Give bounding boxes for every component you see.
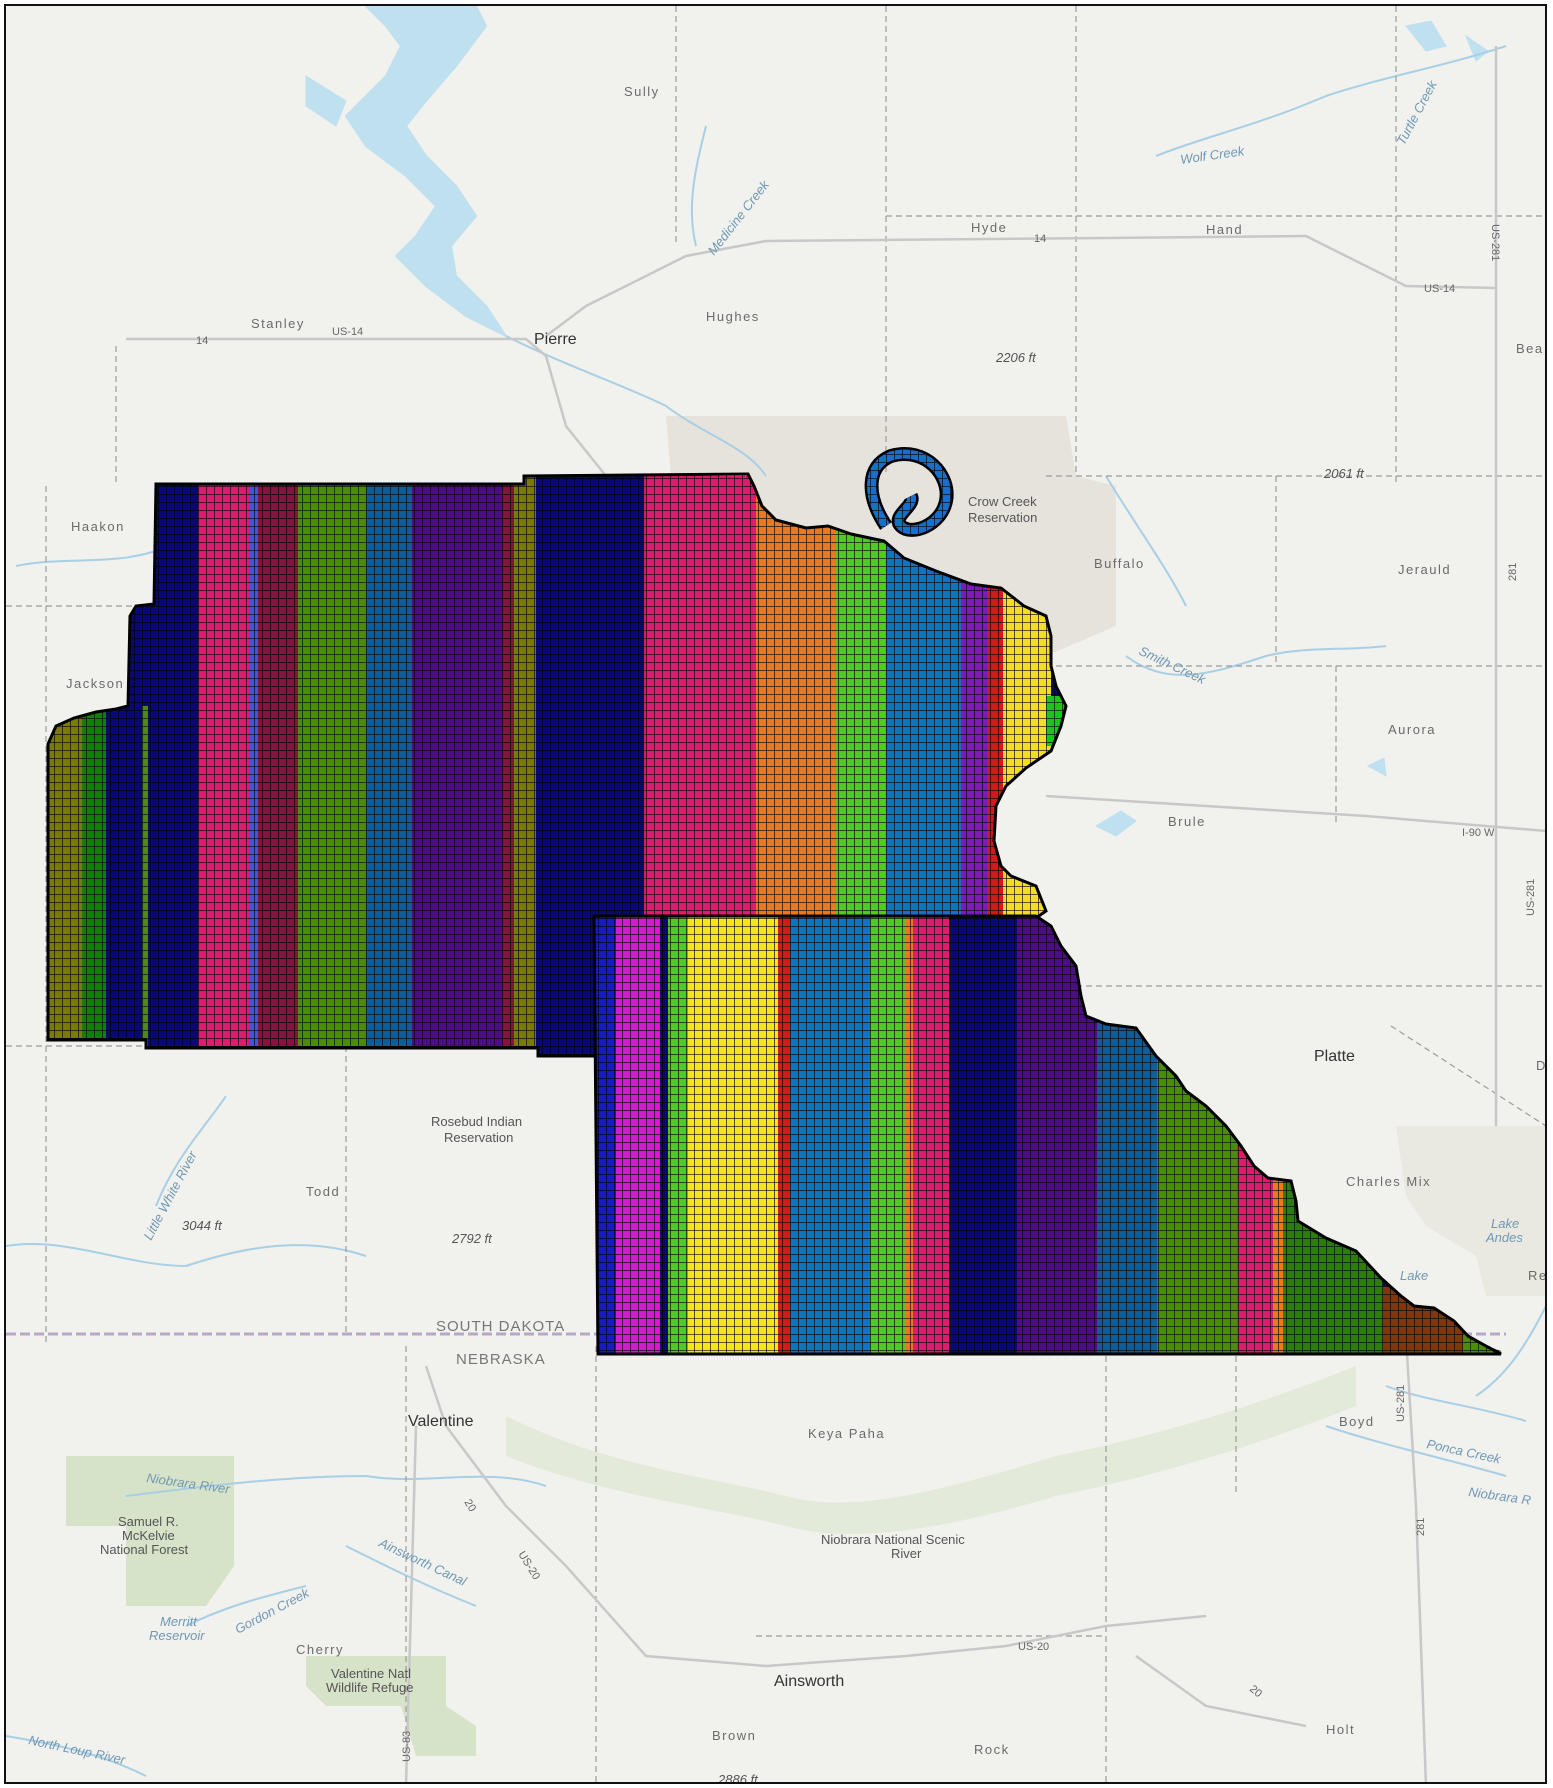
label-partial-re: Re (1528, 1268, 1547, 1283)
label-buffalo: Buffalo (1094, 556, 1145, 571)
label-hyde: Hyde (971, 220, 1007, 235)
label-partial-bea: Bea (1516, 341, 1544, 356)
label-niobrara-scenic-1: Niobrara National Scenic (821, 1532, 965, 1547)
label-valentine: Valentine (408, 1413, 474, 1430)
map-frame[interactable]: Sully Hyde Hand Hughes Stanley Haakon Ja… (4, 4, 1547, 1784)
label-brown: Brown (712, 1728, 756, 1743)
label-elev-2206: 2206 ft (995, 350, 1037, 365)
label-holt: Holt (1326, 1722, 1355, 1737)
label-lake: Lake (1400, 1268, 1428, 1283)
rivers (6, 45, 1545, 1777)
label-elev-2792: 2792 ft (451, 1231, 493, 1246)
label-us281-b: US-281 (1525, 879, 1537, 916)
label-sully: Sully (624, 84, 660, 99)
label-crow-creek-2: Reservation (968, 510, 1037, 525)
county-lines (6, 6, 1545, 1782)
label-hand: Hand (1206, 222, 1243, 237)
water-bodies (305, 6, 1489, 1257)
label-nebraska: NEBRASKA (456, 1351, 546, 1368)
map-canvas[interactable]: Sully Hyde Hand Hughes Stanley Haakon Ja… (6, 6, 1547, 1784)
label-platte: Platte (1314, 1048, 1355, 1065)
label-merritt-2: Reservoir (149, 1628, 205, 1643)
label-jerauld: Jerauld (1398, 562, 1451, 577)
label-us83: US-83 (401, 1731, 413, 1762)
label-us20-b: US-20 (1018, 1641, 1049, 1653)
label-aurora: Aurora (1388, 722, 1436, 737)
label-r14-a: 14 (196, 335, 208, 347)
label-haakon: Haakon (71, 519, 125, 534)
label-us14-a: US-14 (332, 326, 363, 338)
label-r281-a: 281 (1507, 563, 1519, 581)
label-r20-a: 20 (461, 1497, 478, 1514)
label-stanley: Stanley (251, 316, 305, 331)
label-rosebud-2: Reservation (444, 1130, 513, 1145)
label-elev-2886: 2886 ft (717, 1772, 759, 1784)
label-valentine-refuge-1: Valentine Natl (331, 1666, 411, 1681)
label-mckelvie-2: McKelvie (122, 1528, 175, 1543)
label-valentine-refuge-2: Wildlife Refuge (326, 1680, 413, 1695)
label-brule: Brule (1168, 814, 1206, 829)
label-todd: Todd (306, 1184, 340, 1199)
label-rosebud-1: Rosebud Indian (431, 1114, 522, 1129)
label-r281-b: 281 (1415, 1518, 1427, 1536)
label-cherry: Cherry (296, 1642, 344, 1657)
label-rock: Rock (974, 1742, 1010, 1757)
east-block-outline (592, 914, 1502, 1356)
label-ainsworth: Ainsworth (774, 1673, 844, 1690)
label-mckelvie-1: Samuel R. (118, 1514, 179, 1529)
label-us281-c: US-281 (1395, 1385, 1407, 1422)
label-keya-paha: Keya Paha (808, 1426, 885, 1441)
label-pierre: Pierre (534, 331, 577, 348)
roads (126, 46, 1545, 1782)
label-us281-a: US-281 (1489, 224, 1501, 261)
label-lake-andes-1: Lake (1491, 1216, 1519, 1231)
label-hughes: Hughes (706, 309, 760, 324)
label-partial-d: D (1536, 1058, 1547, 1073)
label-merritt-1: Merritt (160, 1614, 198, 1629)
crow-creek-loop (864, 447, 954, 537)
label-south-dakota: SOUTH DAKOTA (436, 1318, 565, 1335)
label-niobrara-scenic-2: River (891, 1546, 922, 1561)
label-boyd: Boyd (1339, 1414, 1375, 1429)
label-jackson: Jackson (66, 676, 124, 691)
label-charles-mix: Charles Mix (1346, 1174, 1431, 1189)
label-elev-3044: 3044 ft (182, 1218, 223, 1233)
label-mckelvie-3: National Forest (100, 1542, 189, 1557)
label-lake-andes-2: Andes (1485, 1230, 1523, 1245)
label-crow-creek-1: Crow Creek (968, 494, 1037, 509)
label-elev-2061: 2061 ft (1323, 466, 1365, 481)
label-i90: I-90 W (1462, 827, 1495, 839)
label-r14-b: 14 (1034, 233, 1046, 245)
label-us14-b: US-14 (1424, 283, 1455, 295)
